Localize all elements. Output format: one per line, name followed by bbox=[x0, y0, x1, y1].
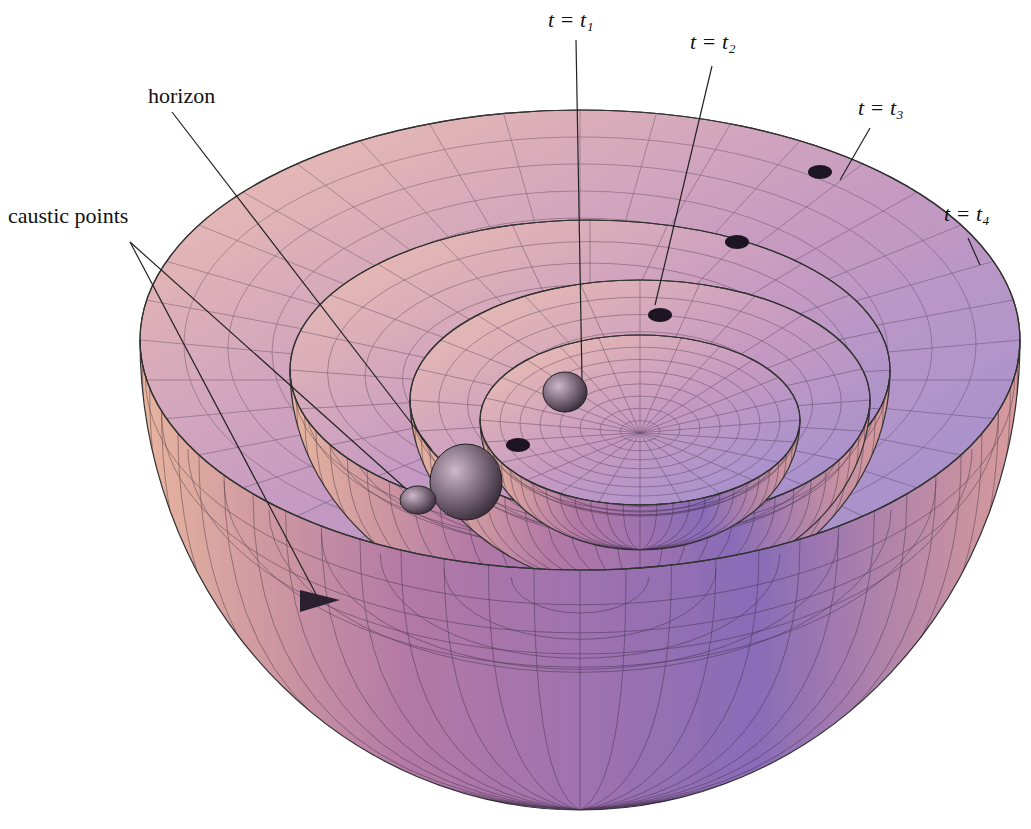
outer-interior bbox=[140, 110, 1020, 570]
bowl-interior bbox=[410, 280, 870, 520]
caustic-sphere bbox=[430, 444, 502, 520]
bowl-surface bbox=[140, 110, 1020, 810]
bowl-surface bbox=[480, 335, 800, 550]
caustic-sphere bbox=[543, 372, 587, 412]
leader-lines bbox=[130, 40, 980, 598]
cone-tip bbox=[808, 165, 832, 179]
caustic-cone bbox=[300, 590, 340, 612]
exterior-grid bbox=[142, 364, 1017, 810]
caustic-sphere bbox=[400, 486, 436, 514]
bowl-exterior bbox=[140, 340, 1020, 810]
interior-grid bbox=[410, 280, 870, 520]
exterior-grid bbox=[481, 427, 799, 550]
bowl-interior bbox=[480, 335, 800, 505]
interior-grid bbox=[140, 110, 1020, 570]
interior-grid bbox=[480, 335, 800, 505]
cone-tip bbox=[725, 235, 749, 249]
time-label: t = t₂ bbox=[690, 30, 736, 54]
time-label: t = t₁ bbox=[548, 8, 594, 32]
interior-grid bbox=[290, 220, 890, 520]
bowl-interior bbox=[290, 220, 890, 520]
time-label: t = t₄ bbox=[944, 202, 990, 226]
cone-tip bbox=[506, 438, 530, 452]
bowl-exterior bbox=[480, 420, 800, 550]
cone-tip bbox=[648, 308, 672, 322]
callout-label: horizon bbox=[148, 84, 215, 108]
time-label: t = t₃ bbox=[858, 96, 904, 120]
callout-label: caustic points bbox=[8, 204, 128, 228]
